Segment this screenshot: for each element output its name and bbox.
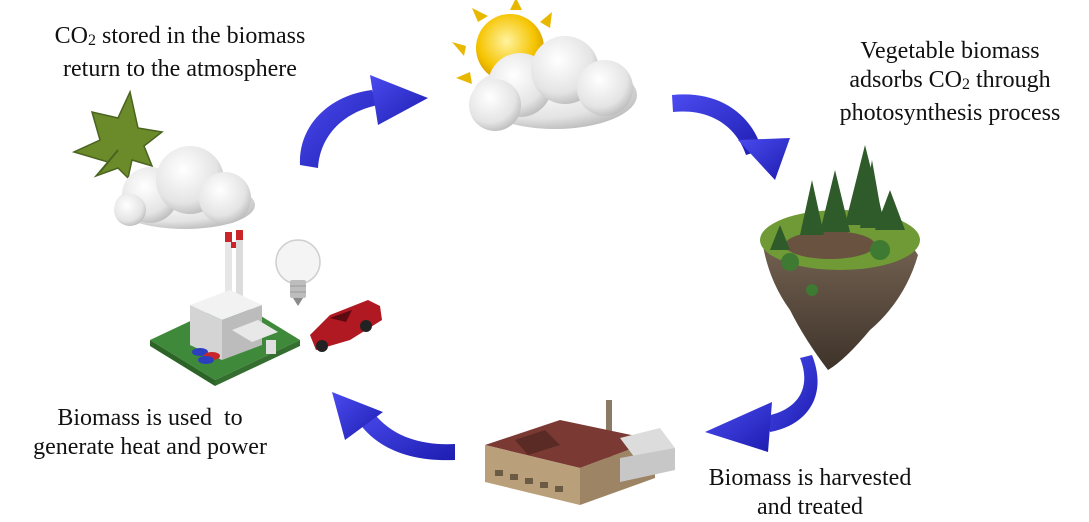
cycle-arrow-top-left [299, 75, 428, 168]
leaf-icon [71, 89, 164, 180]
caption-co2-return: CO2 stored in the biomass return to the … [54, 23, 306, 82]
biomass-plant-icon [485, 400, 675, 505]
cycle-arrow-top-right [672, 94, 790, 180]
forest-island-icon [760, 145, 920, 370]
cloud-icon [469, 36, 637, 131]
cloud-icon [114, 146, 255, 229]
car-icon [310, 300, 382, 352]
caption-heat-power: Biomass is used to generate heat and pow… [33, 405, 267, 460]
sun-cloud-icon [452, 0, 637, 131]
caption-photosynthesis: Vegetable biomass adsorbs CO2 through ph… [839, 38, 1061, 126]
light-bulb-icon [275, 239, 321, 306]
power-station-icon [150, 230, 300, 386]
cycle-arrow-bottom-right [705, 355, 818, 452]
cycle-arrow-bottom-left [332, 392, 455, 461]
caption-harvest: Biomass is harvested and treated [708, 465, 912, 520]
